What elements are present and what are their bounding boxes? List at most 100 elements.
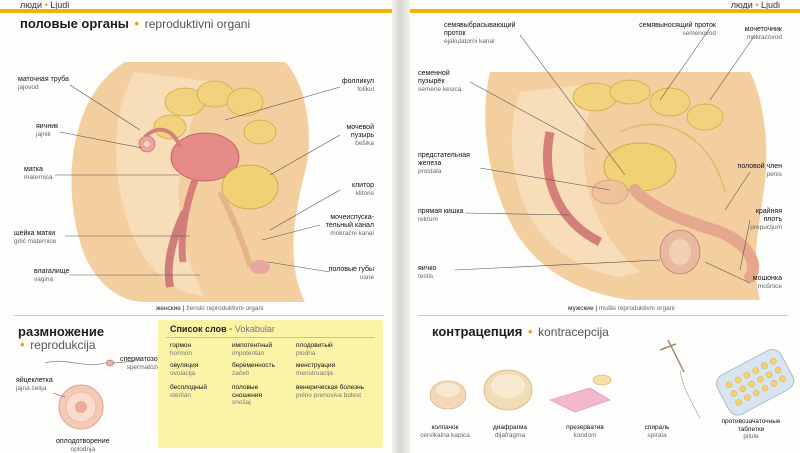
- divider-left: [14, 315, 384, 316]
- label-testis: яичко testis: [418, 265, 436, 281]
- caption-tr: muški reproduktivni organi: [598, 305, 675, 312]
- label-egg-cell: яйцеклетка jajna ćelija: [16, 377, 53, 393]
- vocab-tr: snošaj: [232, 399, 251, 406]
- label-ru: яичко: [418, 265, 437, 272]
- reproduction-ru: размножение: [18, 324, 105, 339]
- item-tr: pilule: [743, 433, 759, 440]
- label-ru: сперматозоид: [120, 356, 166, 363]
- item-ru: колпачок: [431, 424, 459, 431]
- label-ureter: мочеточник mokraćovod: [745, 26, 782, 42]
- running-head-tr: Ljudi: [760, 0, 780, 10]
- label-ru: мочевой пузырь: [346, 124, 374, 139]
- male-caption: мужские | muški reproduktivni organi: [568, 305, 675, 312]
- item-ru: противозачаточные таблетки: [721, 418, 781, 433]
- label-ru: семявыбрасывающий проток: [444, 22, 516, 37]
- label-scrotum: мошонка mošnice: [753, 275, 782, 291]
- running-head-ru: люди: [730, 0, 753, 10]
- label-tr: mošnice: [757, 283, 782, 290]
- item-tr: cervikalna kapica: [420, 431, 470, 439]
- divider-right: [418, 315, 788, 316]
- label-ovary: яичник jajnik: [36, 123, 58, 139]
- vocab-title-tr: Vokabular: [234, 324, 275, 334]
- female-leader-lines: [55, 84, 341, 276]
- vocab-tr: hormon: [170, 349, 193, 357]
- label-ru: влагалище: [34, 268, 70, 275]
- label-tr: jajna ćelija: [16, 385, 47, 392]
- running-head-tr: Ljudi: [50, 0, 70, 10]
- label-ru: половой член: [737, 163, 782, 170]
- page-title-left: половые органы • reproduktivni organi: [20, 16, 250, 31]
- vocab-tr: ovulacija: [170, 369, 196, 377]
- item-tr: spirala: [647, 431, 667, 439]
- vocab-word: бесплодный sterilan: [170, 384, 207, 399]
- label-sperm: сперматозоид spermatozoid: [120, 356, 166, 372]
- item-ru: презерватив: [566, 424, 604, 431]
- item-ru: спираль: [644, 424, 670, 431]
- male-leader-lines: [454, 27, 756, 284]
- label-tr: mokraćni kanal: [330, 230, 374, 237]
- condom-label: презерватив kondom: [555, 424, 615, 439]
- label-ru: мочеиспуска-тельный канал: [325, 214, 374, 229]
- vocab-tr: začeti: [232, 369, 249, 377]
- vocab-tr: impotentan: [232, 349, 265, 357]
- label-tr: semenovod: [682, 30, 716, 37]
- label-tr: jajnik: [36, 131, 51, 138]
- label-ru: прямая кишка: [418, 208, 464, 215]
- vocab-tr: plodna: [296, 349, 316, 357]
- diaphragm-label: диафрагма dijafragma: [480, 424, 540, 439]
- label-ru: маточная труба: [18, 76, 69, 83]
- item-tr: kondom: [573, 431, 597, 439]
- label-tr: jajovod: [18, 84, 39, 91]
- label-ru: семявыносящий проток: [639, 22, 716, 29]
- label-tr: penis: [766, 171, 782, 178]
- label-tr: grlić maternice: [14, 238, 57, 245]
- book-gutter: [392, 0, 410, 453]
- vocab-title-ru: Список слов: [170, 324, 227, 334]
- label-seminal-vesicle: семенной пузырёк semene kesica: [418, 70, 466, 94]
- label-tr: mokraćovod: [746, 34, 782, 41]
- vocab-ru: половые сношения: [232, 384, 263, 399]
- label-ru: матка: [24, 166, 43, 173]
- label-ru: шейка матки: [14, 230, 56, 237]
- caption-tr: ženski reproduktivni organi: [186, 305, 264, 312]
- male-anatomy-illustration: [485, 72, 767, 300]
- label-ru: семенной пузырёк: [418, 70, 450, 85]
- label-tr: spermatozoid: [126, 364, 166, 371]
- label-vas-deferens: семявыносящий проток semenovod: [638, 22, 716, 38]
- label-ru: мошонка: [752, 275, 782, 282]
- vocab-ru: гормон: [170, 342, 192, 349]
- label-tr: vagina: [34, 276, 54, 283]
- label-tr: testis: [418, 273, 434, 280]
- label-labia: половые губы usne: [329, 266, 374, 282]
- label-vagina: влагалище vagina: [34, 268, 69, 284]
- label-tr: oplodnja: [70, 446, 96, 453]
- vocab-ru: бесплодный: [170, 384, 208, 391]
- label-clitoris: клитор klitoris: [352, 182, 374, 198]
- label-tr: klitoris: [355, 190, 374, 197]
- vocab-word: овуляция ovulacija: [170, 362, 198, 377]
- label-fallopian-tube: маточная труба jajovod: [18, 76, 69, 92]
- label-ru: мочеточник: [744, 26, 782, 33]
- contraception-ru: контрацепция: [432, 324, 523, 339]
- label-tr: ejakulatorni kanal: [444, 38, 495, 45]
- vocab-tr: sterilan: [170, 391, 191, 399]
- label-tr: usne: [359, 274, 374, 281]
- running-head-sep: •: [44, 0, 48, 10]
- label-tr: semene kesica: [418, 86, 462, 93]
- title-dot: •: [134, 16, 140, 31]
- label-tr: prostata: [418, 168, 442, 175]
- label-ru: фолликул: [341, 78, 374, 85]
- cervical-cap-label: колпачок cervikalna kapica: [420, 424, 470, 439]
- label-ru: оплодотворение: [56, 438, 110, 445]
- female-caption: женские | ženski reproduktivni organi: [156, 305, 264, 312]
- label-ru: крайняя плоть: [755, 208, 782, 223]
- vocab-word: беременность začeti: [232, 362, 275, 377]
- label-uterus: матка maternica: [24, 166, 53, 182]
- label-bladder: мочевой пузырь bešika: [328, 124, 374, 148]
- running-head-ru: люди: [20, 0, 43, 10]
- item-tr: dijafragma: [494, 431, 526, 439]
- running-head-right: люди • Ljudi: [731, 0, 780, 10]
- vocabulary-box: Список слов • Vokabular гормон hormon им…: [158, 320, 383, 448]
- vocab-ru: импотентный: [232, 342, 273, 349]
- title-tr: reproduktivni organi: [144, 17, 251, 31]
